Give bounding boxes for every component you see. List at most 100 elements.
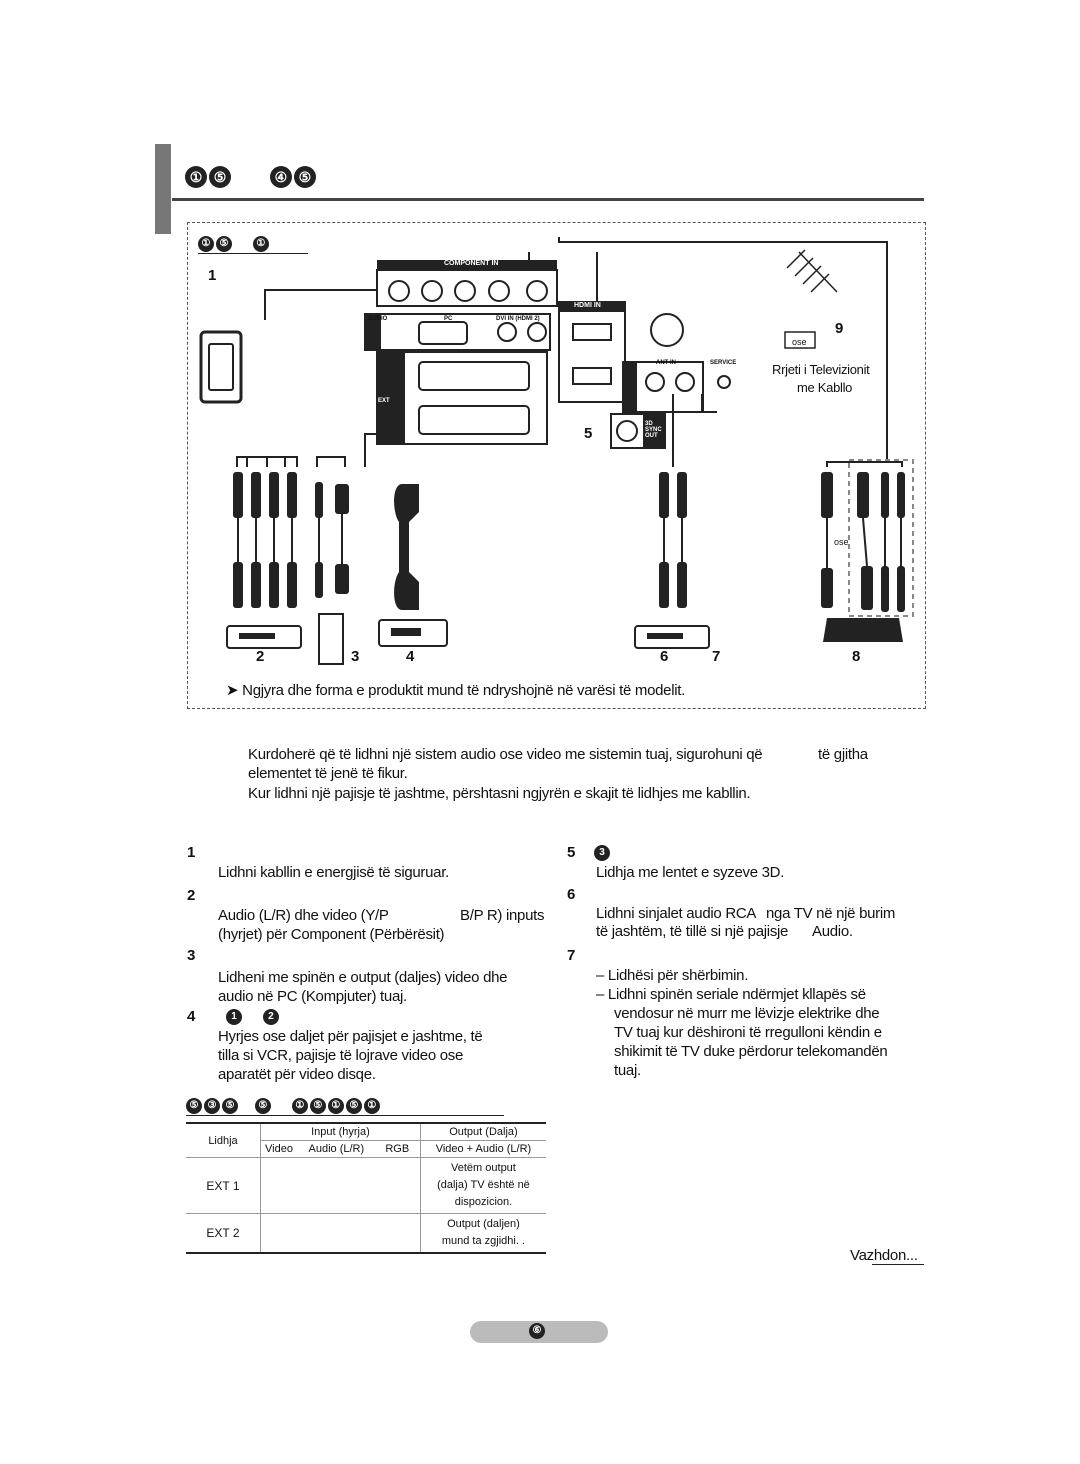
item-2-text-a: Audio (L/R) dhe video (Y/P xyxy=(218,907,389,924)
item-2-text-c: (hyrjet) për Component (Përbërësit) xyxy=(218,926,445,943)
row1-name: EXT 1 xyxy=(186,1157,261,1214)
device-pc-icon xyxy=(318,613,344,665)
item-3-text-a: Lidheni me spinën e output (daljes) vide… xyxy=(218,969,508,986)
title-glyph: ① xyxy=(185,166,207,188)
dvi-in-label: DVI IN (HDMI 2) xyxy=(496,316,540,322)
continue-label: Vazhdon... xyxy=(850,1247,918,1264)
item-5-number: 5 xyxy=(567,844,576,861)
header-accent-bar xyxy=(155,144,171,234)
col-output: Output (Dalja) xyxy=(420,1124,546,1141)
hdmi-panel xyxy=(558,301,626,403)
row1-out-c: dispozicion. xyxy=(454,1196,513,1208)
vga-port-icon xyxy=(418,321,468,345)
heading-glyph: ⑤ xyxy=(309,1098,326,1114)
intro-line-1: Kurdoherë që të lidhni një sistem audio … xyxy=(248,746,763,763)
device-vcr-icon xyxy=(226,625,302,649)
diagram-note: ➤ Ngjyra dhe forma e produktit mund të n… xyxy=(226,681,685,700)
heading-glyph: ③ xyxy=(204,1098,220,1114)
glyph-one-icon: 1 xyxy=(226,1009,242,1025)
col-lidhja: Lidhja xyxy=(186,1124,261,1158)
item-1-number: 1 xyxy=(187,844,196,861)
item-3-text-b: audio në PC (Kompjuter) tuaj. xyxy=(218,988,407,1005)
item-5-glyph: 3 xyxy=(594,842,612,861)
row2-name: EXT 2 xyxy=(186,1213,261,1254)
sub-glyph: ① xyxy=(252,236,269,252)
device-audio-icon xyxy=(634,625,710,649)
cable-network-label: Rrjeti i Televizionit xyxy=(772,362,870,377)
item-7-text-d: TV tuaj kur dëshironi të rregulloni kënd… xyxy=(614,1024,882,1041)
table-top-rule xyxy=(186,1122,546,1124)
intro-line-2: elementet të jenë të fikur. xyxy=(248,765,408,782)
item-6-text-d: Audio. xyxy=(812,923,853,940)
heading-glyph: ① xyxy=(363,1098,380,1114)
item-7-text-a-value: Lidhësi për shërbimin. xyxy=(607,967,749,984)
ext-label: EXT xyxy=(378,398,390,404)
ose-label: ose xyxy=(792,337,807,347)
rca-plugs xyxy=(233,472,905,612)
item-6-text-a: Lidhni sinjalet audio RCA xyxy=(596,905,757,922)
table-heading-rule xyxy=(186,1115,504,1116)
service-port-icon xyxy=(717,375,731,389)
diagram-label-7: 7 xyxy=(712,648,721,665)
sub-rgb: RGB xyxy=(381,1140,421,1158)
sync-out-label: 3D SYNC OUT xyxy=(645,421,662,439)
header-rule xyxy=(172,198,924,201)
row2-out-b: mund ta zgjidhi. . xyxy=(441,1235,526,1247)
intro-line-1-end: të gjitha xyxy=(818,746,868,763)
connection-diagram-frame xyxy=(187,222,926,709)
intro-line-3: Kur lidhni një pajisje të jashtme, përsh… xyxy=(248,785,751,802)
title-glyph: ④ xyxy=(269,166,292,188)
item-7-text-e: shikimit të TV duke përdorur telekomandë… xyxy=(614,1043,888,1060)
title-glyph: ⑤ xyxy=(293,166,316,188)
page-number: ⑥ xyxy=(529,1323,545,1339)
heading-glyph: ⑤ xyxy=(186,1098,202,1114)
item-7-text-a: – Lidhësi për shërbimin. xyxy=(596,967,749,984)
ose-label-2: ose xyxy=(834,537,849,547)
antenna-port-icon xyxy=(650,313,684,347)
diagram-label-1: 1 xyxy=(208,267,217,284)
audio-label: AUDIO xyxy=(368,316,388,322)
item-7-text-b: – Lidhni spinën seriale ndërmjet kllapës… xyxy=(596,986,866,1003)
heading-glyph: ① xyxy=(327,1098,344,1114)
diagram-label-8: 8 xyxy=(852,648,861,665)
item-2-number: 2 xyxy=(187,887,196,904)
arrow-icon: ➤ xyxy=(226,682,239,699)
diagram-label-6: 6 xyxy=(660,648,669,665)
item-7-text-b-value: Lidhni spinën seriale ndërmjet kllapës s… xyxy=(607,986,866,1003)
hdmi-in-label: HDMI IN xyxy=(574,302,601,309)
item-4-number: 4 xyxy=(187,1008,196,1025)
item-6-text-b: nga TV në një burim xyxy=(766,905,896,922)
item-7-text-c: vendosur në murr me lëvizje elektrike dh… xyxy=(614,1005,880,1022)
continue-rule xyxy=(872,1264,924,1265)
glyph-three-icon: 3 xyxy=(594,845,610,861)
item-6-text-c: të jashtëm, të tillë si një pajisje xyxy=(596,923,789,940)
cables xyxy=(236,237,903,467)
row1-out-b: (dalja) TV është në xyxy=(437,1179,530,1191)
sub-glyph: ① xyxy=(198,236,214,252)
ext-table: Lidhja Input (hyrja) Output (Dalja) Vide… xyxy=(186,1124,546,1254)
item-3-number: 3 xyxy=(187,947,196,964)
diagram-label-5: 5 xyxy=(584,425,593,442)
item-1-text: Lidhni kabllin e energjisë të siguruar. xyxy=(218,864,449,881)
diagram-label-9: 9 xyxy=(835,320,844,337)
pc-label: PC xyxy=(444,316,453,322)
item-4-text-c: aparatët për video disqe. xyxy=(218,1066,376,1083)
row2-out-a: Output (daljen) xyxy=(447,1218,520,1230)
service-label: SERVICE xyxy=(710,360,737,366)
item-4-text-a: Hyrjes ose daljet për pajisjet e jashtme… xyxy=(218,1028,483,1045)
diagram-label-3: 3 xyxy=(351,648,360,665)
item-4-glyphs: 1 2 xyxy=(226,1006,281,1025)
connection-diagram xyxy=(199,237,914,665)
item-4-text-b: tilla si VCR, pajisje të lojrave video o… xyxy=(218,1047,464,1064)
sub-out: Video + Audio (L/R) xyxy=(420,1140,546,1158)
item-7-text-f: tuaj. xyxy=(614,1062,641,1079)
row2-output: Output (daljen) mund ta zgjidhi. . xyxy=(420,1213,546,1254)
item-5-text: Lidhja me lentet e syzeve 3D. xyxy=(596,864,785,881)
heading-glyph: ① xyxy=(291,1098,308,1114)
item-6-number: 6 xyxy=(567,886,576,903)
subtitle-rule xyxy=(198,253,308,254)
diagram-label-4: 4 xyxy=(406,648,415,665)
